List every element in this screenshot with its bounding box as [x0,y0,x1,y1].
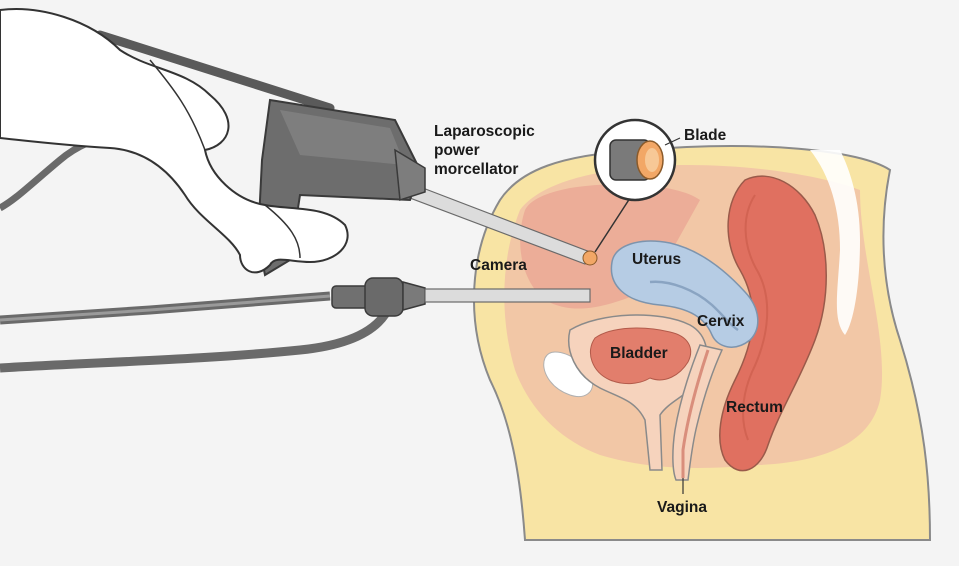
label-cervix: Cervix [697,313,745,330]
label-vagina: Vagina [657,499,707,516]
blade-leader [664,137,681,146]
hand-crease [149,59,206,151]
label-uterus: Uterus [632,251,681,268]
label-rectum: Rectum [726,399,783,416]
hand-shape [0,8,349,274]
uterus-shape [610,240,759,348]
finger-crease [264,204,301,259]
blade-pointer [594,194,633,253]
morcellator-body-shade [280,110,405,165]
label-bladder: Bladder [610,345,668,362]
spine-highlight [810,150,860,335]
surgeon-hand [0,8,349,274]
blade-inner [645,148,659,172]
vaginal-lumen [681,349,710,478]
vagina [672,344,724,481]
rectum-shape [719,175,827,472]
label-morcellator-line3: morcellator [434,161,518,178]
label-camera: Camera [470,257,527,274]
vaginal-canal [672,344,724,481]
rectum [719,175,827,472]
camera-scope [0,277,591,373]
camera-cable-highlight [0,294,331,322]
camera-grip [364,277,404,317]
labels: Laparoscopic power morcellator Blade Cam… [434,123,783,516]
rectum-lumen [742,194,769,441]
blade-callout [593,118,681,253]
uterus-cavity [649,280,739,332]
bladder-inner [590,327,692,385]
camera-nose [402,281,426,311]
label-morcellator-line1: Laparoscopic [434,123,535,140]
morcellator-rod [95,30,335,113]
morcellator-nose [394,148,426,201]
morcellator-tip [582,250,598,266]
camera-cable-lower [0,303,395,373]
label-blade: Blade [684,127,727,144]
bladder [568,314,708,471]
uterus [610,240,759,348]
camera-shaft [424,288,591,303]
label-morcellator-line2: power [434,142,480,159]
